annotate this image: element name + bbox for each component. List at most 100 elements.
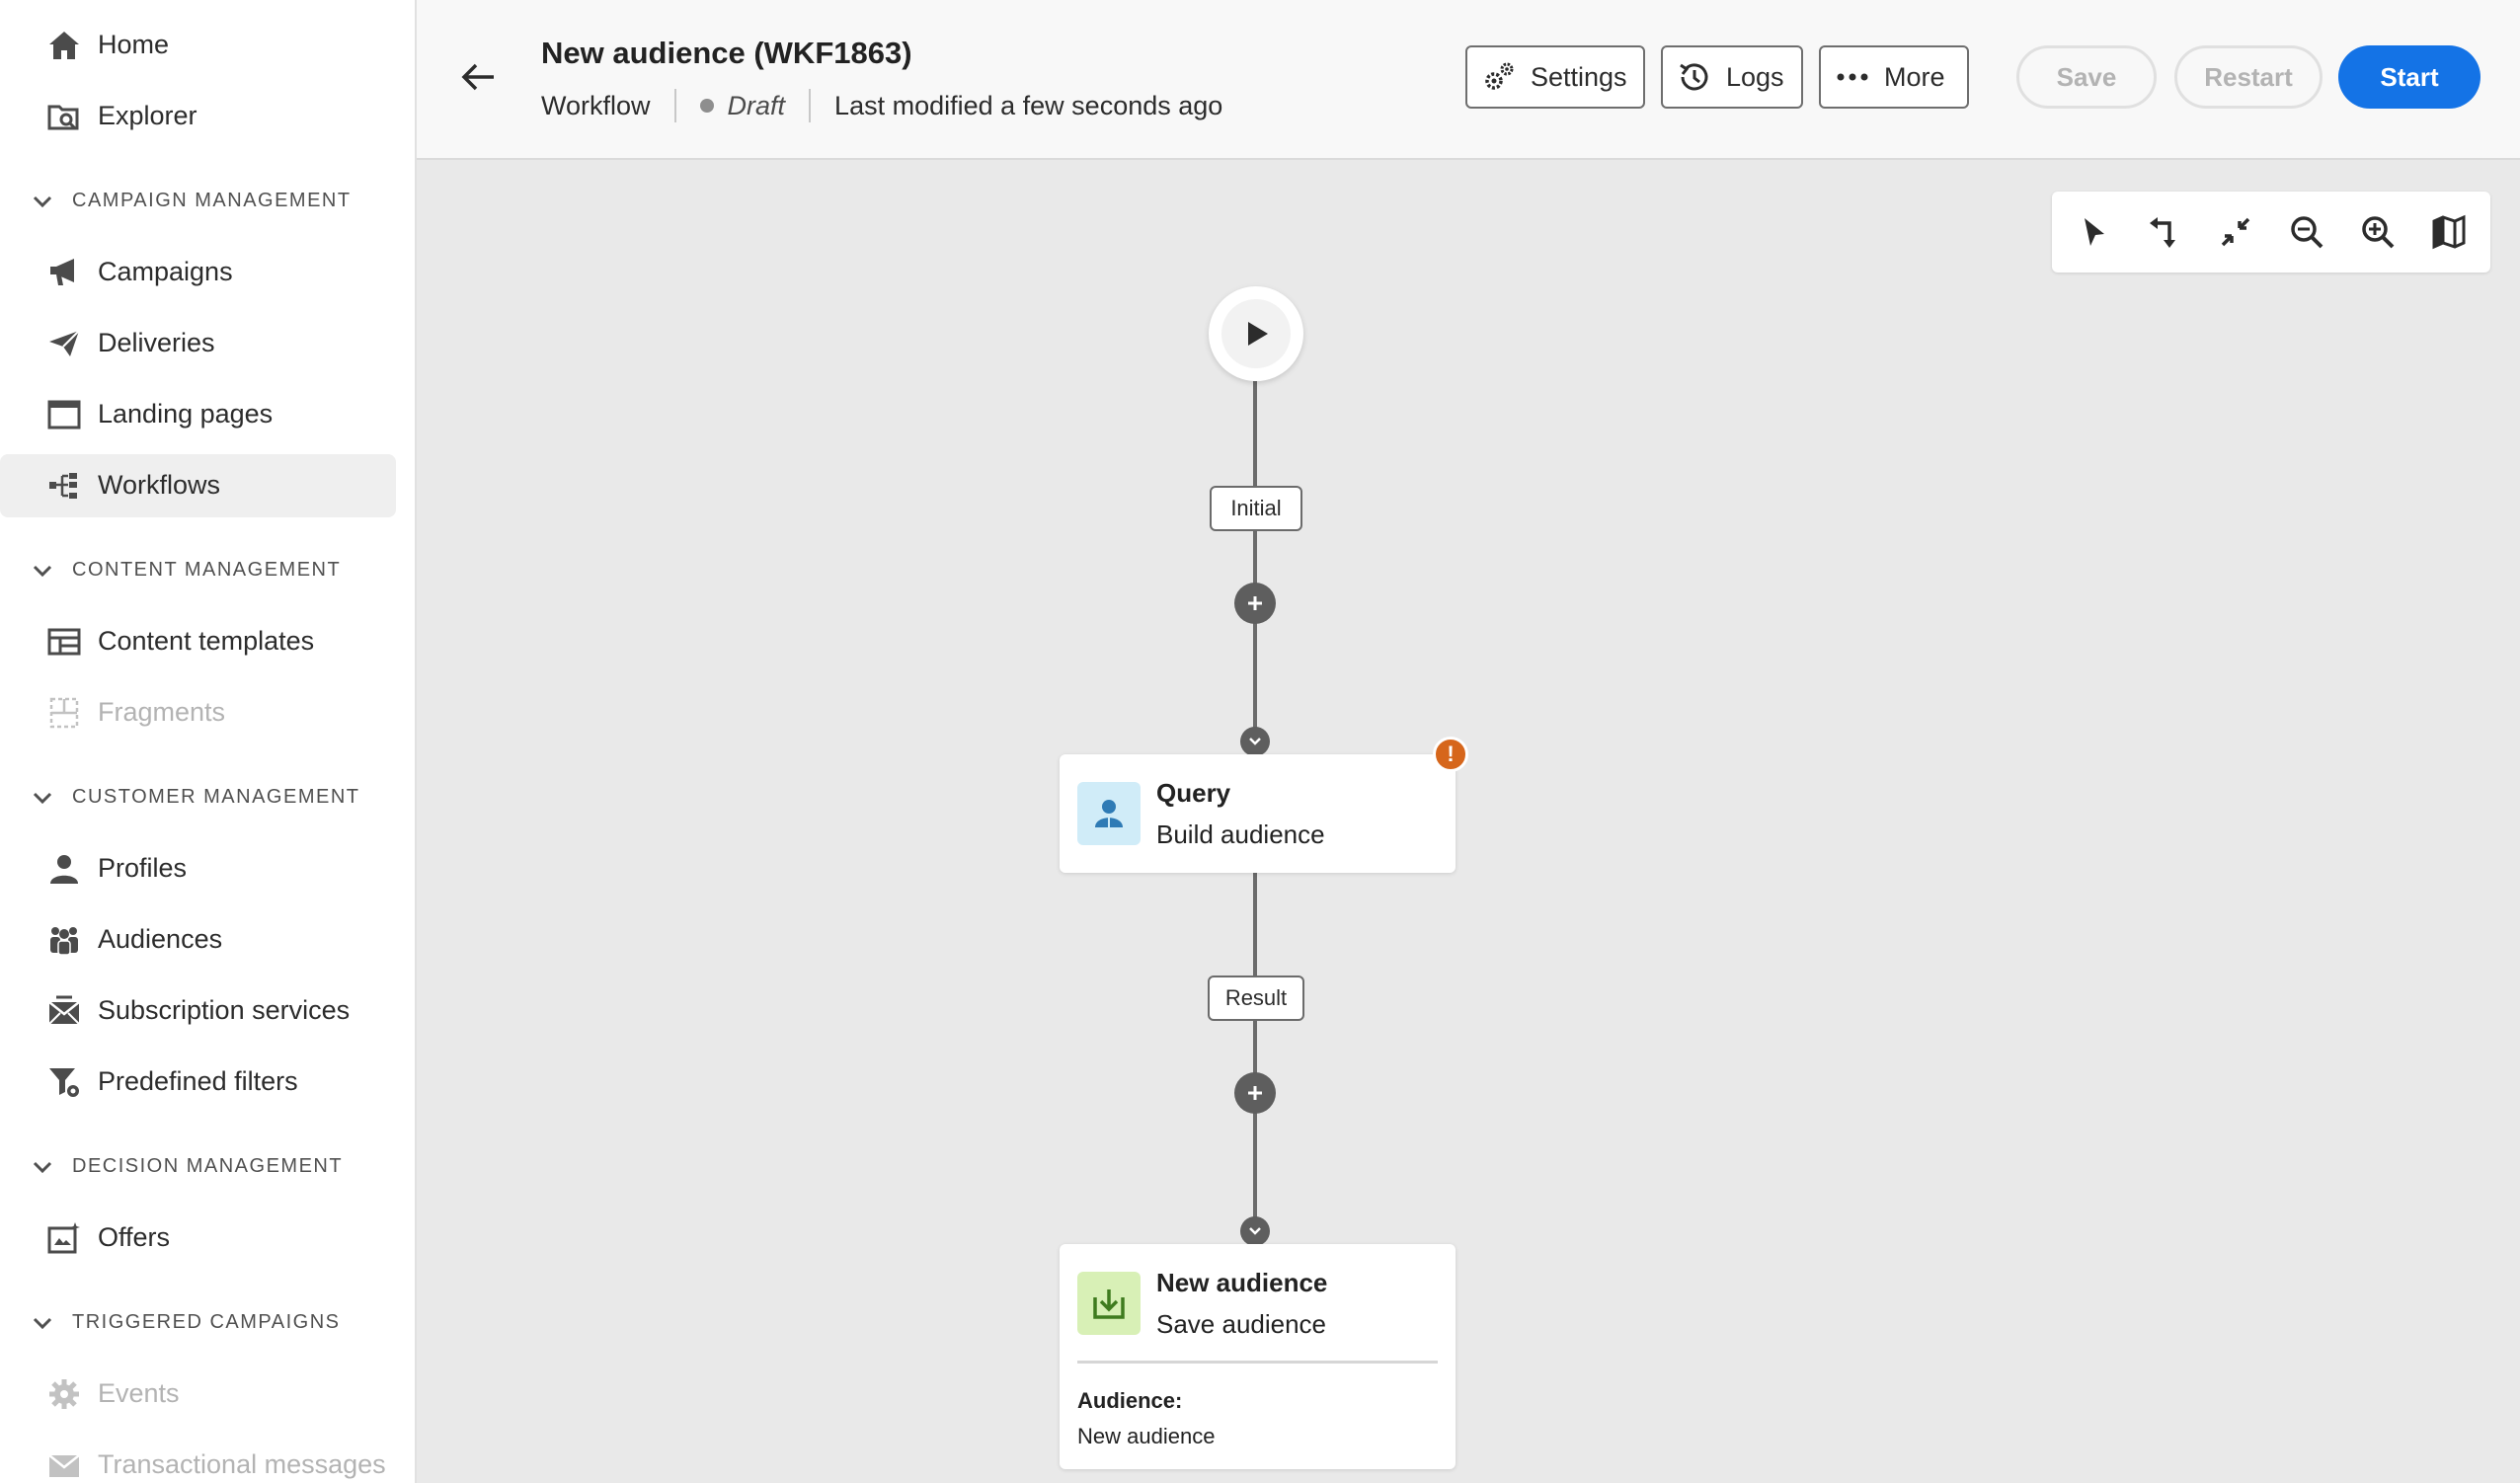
play-icon (1248, 322, 1268, 346)
transition-result[interactable]: Result (1208, 976, 1304, 1021)
chevron-down-icon (33, 1317, 52, 1330)
sidebar-item-label: Workflows (98, 470, 221, 500)
logs-button[interactable]: Logs (1661, 45, 1803, 109)
paper-plane-icon (45, 326, 83, 361)
chevron-down-icon (33, 792, 52, 805)
section-label: CAMPAIGN MANAGEMENT (72, 190, 352, 211)
zoom-out-icon (2291, 216, 2323, 249)
sidebar-item-label: Predefined filters (98, 1066, 298, 1096)
sidebar-item-predefined-filters[interactable]: Predefined filters (0, 1051, 396, 1114)
user-icon (45, 851, 83, 887)
sidebar-item-label: Explorer (98, 101, 197, 130)
section-decision-management[interactable]: DECISION MANAGEMENT (0, 1146, 396, 1186)
sidebar-item-audiences[interactable]: Audiences (0, 908, 396, 972)
divider (673, 89, 676, 122)
sidebar-item-home[interactable]: Home (0, 14, 396, 77)
connector-line (1253, 381, 1257, 904)
audience-detail-value: New audience (1077, 1424, 1216, 1448)
gear-icon (45, 1376, 83, 1412)
sidebar-item-explorer[interactable]: Explorer (0, 85, 396, 148)
workflow-icon (45, 468, 83, 504)
offer-icon (45, 1220, 83, 1256)
fragment-icon (45, 695, 83, 731)
sidebar-item-content-templates[interactable]: Content templates (0, 610, 396, 673)
section-label: TRIGGERED CAMPAIGNS (72, 1311, 341, 1333)
query-activity-card[interactable]: Query Build audience (1060, 754, 1456, 873)
restart-button[interactable]: Restart (2174, 45, 2323, 109)
history-icon (1680, 63, 1708, 91)
audience-icon (45, 922, 83, 958)
status-badge: Draft (727, 90, 786, 120)
settings-button[interactable]: Settings (1465, 45, 1645, 109)
sidebar-item-label: Home (98, 30, 170, 59)
more-dots-icon (1837, 73, 1868, 81)
transition-initial[interactable]: Initial (1210, 486, 1302, 531)
map-icon (2432, 214, 2466, 250)
section-customer-management[interactable]: CUSTOMER MANAGEMENT (0, 777, 396, 817)
activity-subtitle: Build audience (1156, 820, 1325, 849)
sidebar-item-workflows[interactable]: Workflows (0, 454, 396, 517)
sidebar-item-campaigns[interactable]: Campaigns (0, 241, 396, 304)
section-label: CUSTOMER MANAGEMENT (72, 786, 360, 808)
divider (809, 89, 812, 122)
back-arrow-icon[interactable] (456, 55, 500, 99)
zoom-out-button[interactable] (2285, 210, 2328, 254)
save-button[interactable]: Save (2016, 45, 2157, 109)
settings-icon (1485, 62, 1514, 90)
add-activity-button[interactable] (1234, 1072, 1276, 1114)
sidebar-item-subscription-services[interactable]: Subscription services (0, 979, 396, 1043)
filter-icon (45, 1064, 83, 1100)
warning-badge[interactable]: ! (1433, 737, 1468, 772)
sidebar-item-fragments[interactable]: Fragments (0, 681, 396, 744)
section-triggered-campaigns[interactable]: TRIGGERED CAMPAIGNS (0, 1302, 396, 1342)
explorer-icon (45, 99, 83, 134)
more-button[interactable]: More (1819, 45, 1969, 109)
sidebar-item-label: Profiles (98, 853, 188, 883)
workflow-meta: Workflow Draft Last modified a few secon… (541, 89, 1222, 122)
sidebar-item-deliveries[interactable]: Deliveries (0, 312, 396, 375)
zoom-in-button[interactable] (2356, 210, 2400, 254)
start-node[interactable] (1209, 286, 1303, 381)
page-title: New audience (WKF1863) (541, 36, 912, 70)
logs-label: Logs (1726, 61, 1784, 92)
activity-title: Query (1156, 778, 1231, 808)
sidebar-item-label: Events (98, 1378, 180, 1408)
sidebar-item-events[interactable]: Events (0, 1363, 396, 1426)
minimap-button[interactable] (2427, 210, 2471, 254)
chevron-down-icon (1249, 1227, 1261, 1235)
card-divider (1077, 1361, 1438, 1364)
last-modified: Last modified a few seconds ago (834, 90, 1223, 120)
sidebar-item-landing-pages[interactable]: Landing pages (0, 383, 396, 446)
template-icon (45, 624, 83, 660)
rearrange-button[interactable] (2143, 210, 2186, 254)
select-tool-button[interactable] (2072, 210, 2115, 254)
chevron-down-icon (33, 1161, 52, 1174)
activity-title: New audience (1156, 1268, 1328, 1297)
zoom-in-icon (2362, 216, 2395, 249)
megaphone-icon (45, 255, 83, 290)
chevron-down-icon (33, 565, 52, 578)
sidebar-item-label: Content templates (98, 626, 315, 656)
more-label: More (1884, 61, 1945, 92)
save-audience-icon (1077, 1272, 1141, 1335)
sidebar-item-label: Campaigns (98, 257, 233, 286)
envelope-icon (45, 1447, 83, 1483)
section-campaign-management[interactable]: CAMPAIGN MANAGEMENT (0, 181, 396, 220)
start-button[interactable]: Start (2338, 45, 2481, 109)
sidebar-item-label: Landing pages (98, 399, 274, 429)
settings-label: Settings (1531, 61, 1627, 92)
workflow-canvas[interactable]: Initial Query Build audience ! Result Ne… (417, 162, 2520, 1483)
fit-to-screen-button[interactable] (2214, 210, 2257, 254)
rearrange-icon (2150, 217, 2175, 248)
sidebar-item-profiles[interactable]: Profiles (0, 837, 396, 900)
sidebar-item-offers[interactable]: Offers (0, 1207, 396, 1270)
add-activity-button[interactable] (1234, 583, 1276, 624)
save-audience-activity-card[interactable]: New audience Save audience Audience: New… (1060, 1244, 1456, 1469)
section-content-management[interactable]: CONTENT MANAGEMENT (0, 550, 396, 589)
section-label: DECISION MANAGEMENT (72, 1155, 344, 1177)
minimize-icon (2221, 217, 2250, 247)
sidebar-item-transactional-messages[interactable]: Transactional messages (0, 1434, 396, 1483)
pointer-icon (2085, 218, 2104, 246)
audience-detail-label: Audience: (1077, 1388, 1183, 1413)
activity-subtitle: Save audience (1156, 1309, 1327, 1339)
